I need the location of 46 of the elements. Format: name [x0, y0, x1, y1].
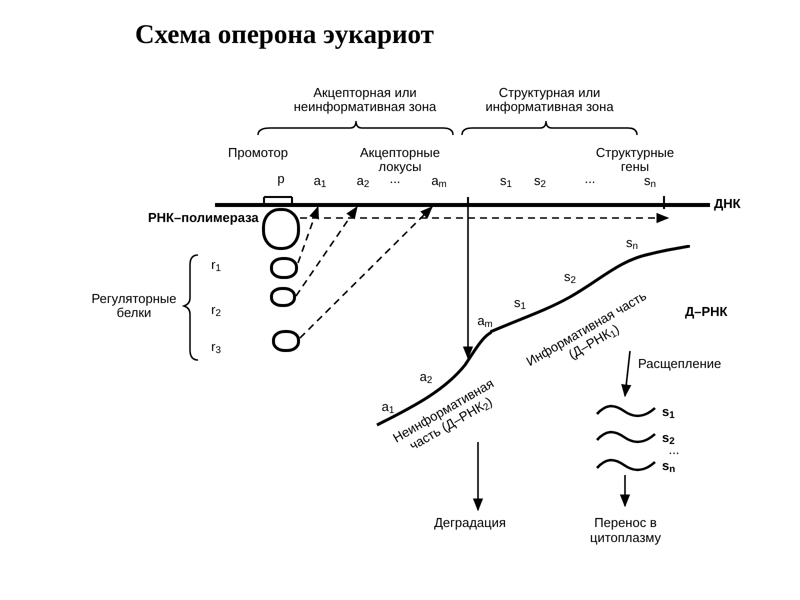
arrow: [462, 207, 474, 360]
label: r$_{2}$: [210, 303, 222, 317]
label: Акцепторная или неинформативная зона: [292, 86, 438, 114]
rna-wave: [596, 430, 656, 444]
node-caption: s$_{n}$: [662, 457, 676, 476]
dashed-arrow: [295, 206, 358, 296]
node-text: Деградация: [434, 514, 506, 530]
protein-blob: [272, 330, 300, 352]
label: r$_{3}$: [210, 340, 222, 354]
arrow: [472, 442, 484, 512]
node-caption: Д–РНК: [685, 303, 728, 321]
label: s$_{2}$: [563, 270, 577, 284]
label: a$_{m}$: [476, 314, 494, 328]
label: ...: [390, 172, 400, 186]
dna-strand: [215, 203, 710, 207]
label: a$_{1}$: [312, 174, 328, 188]
label: Структурная или информативная зона: [484, 86, 615, 114]
label: a$_{1}$: [380, 400, 394, 414]
label: r$_{1}$: [210, 258, 222, 272]
rna-wave: [596, 404, 656, 418]
label: a$_{2}$: [356, 174, 370, 188]
dashed-arrow: [300, 212, 670, 224]
rna-wave: [596, 458, 656, 472]
label: s$_{1}$: [499, 174, 513, 188]
dashed-arrow: [297, 206, 319, 264]
arrow: [620, 475, 630, 508]
label: s$_{2}$: [533, 174, 547, 188]
node-text: Перенос в цитоплазму: [589, 515, 662, 545]
arrow: [621, 350, 632, 398]
protein-blob: [270, 287, 296, 307]
node-caption: ДНК: [714, 195, 741, 213]
node-caption: s$_{1}$: [662, 403, 675, 422]
title: Схема оперона эукариот: [135, 18, 434, 51]
label: Регуляторные белки: [90, 292, 178, 320]
label: a$_{2}$: [420, 370, 432, 384]
label: s$_{n}$: [643, 174, 657, 188]
label: a$_{m}$: [430, 174, 448, 188]
dashed-arrow: [299, 206, 433, 339]
label: s$_{n}$: [625, 236, 639, 250]
label: Промотор: [227, 146, 289, 160]
protein-blob: [262, 208, 300, 250]
protein-blob: [270, 257, 298, 279]
label: p: [276, 172, 286, 186]
label: ...: [584, 172, 596, 186]
label: s$_{1}$: [513, 296, 526, 310]
node-caption: РНК–полимераза: [148, 209, 259, 227]
